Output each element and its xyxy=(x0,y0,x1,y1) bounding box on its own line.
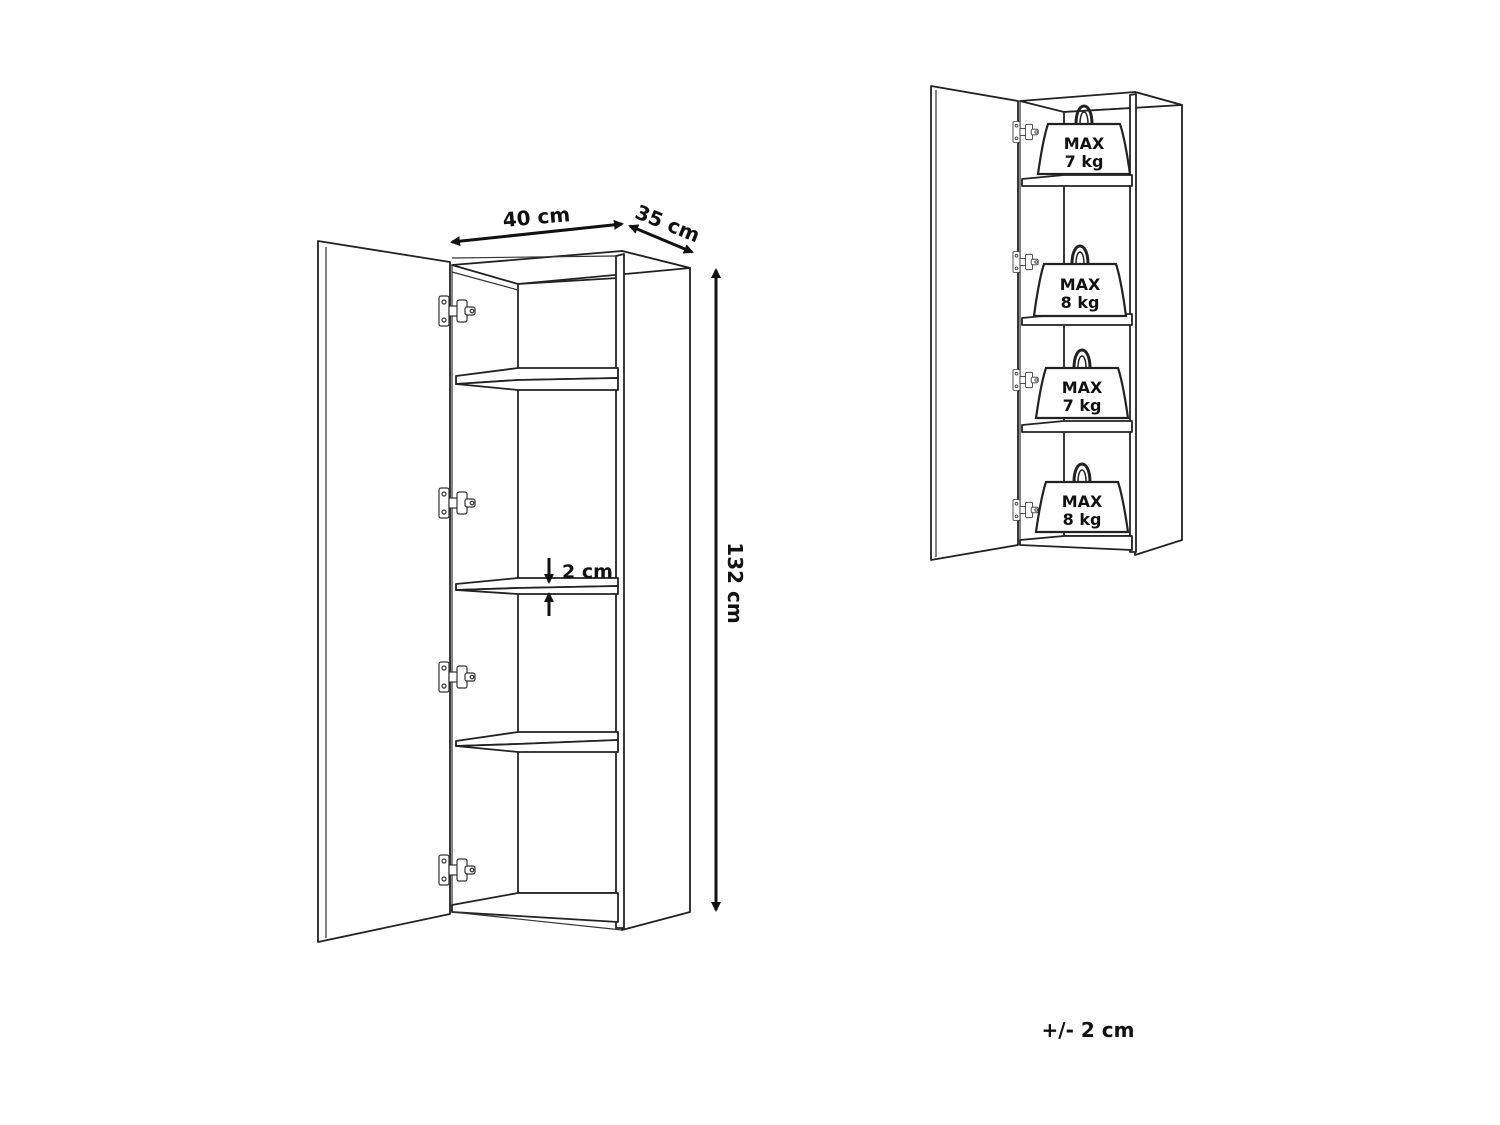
depth-dimension-arrow xyxy=(628,224,694,254)
side-panel xyxy=(1134,91,1183,556)
open-door xyxy=(930,85,1019,561)
hinge-icon xyxy=(1012,121,1039,143)
tolerance-label: +/- 2 cm xyxy=(1042,1018,1135,1042)
left-cabinet xyxy=(317,240,691,943)
shelf xyxy=(455,367,619,391)
shelf xyxy=(455,731,619,753)
weight-icon: MAX 7 kg xyxy=(1036,104,1132,176)
bottom-panel xyxy=(451,892,619,923)
top-panel xyxy=(1019,91,1183,113)
hinge-icon xyxy=(438,854,476,886)
weight-max-label: MAX xyxy=(1062,378,1103,397)
bottom-panel xyxy=(1019,535,1133,551)
weight-max-label: MAX xyxy=(1060,275,1101,294)
shelf xyxy=(455,577,619,595)
front-right-edge xyxy=(1129,93,1137,553)
open-door xyxy=(317,240,451,943)
hinge-icon xyxy=(438,487,476,519)
hinge-icon xyxy=(1012,251,1039,273)
top-panel xyxy=(451,250,691,285)
weight-value-label: 7 kg xyxy=(1065,152,1104,171)
weight-icon: MAX 8 kg xyxy=(1032,244,1128,318)
right-cabinet xyxy=(930,85,1183,561)
depth-label: 35 cm xyxy=(632,200,704,248)
width-dimension-arrow xyxy=(450,219,624,247)
hinge-icon xyxy=(1012,369,1039,391)
weight-max-label: MAX xyxy=(1064,134,1105,153)
hinge-icon xyxy=(438,295,476,327)
weight-value-label: 8 kg xyxy=(1063,510,1102,529)
front-right-edge xyxy=(615,253,625,929)
shelf xyxy=(1021,174,1133,187)
weight-value-label: 7 kg xyxy=(1063,396,1102,415)
width-label: 40 cm xyxy=(502,202,571,232)
shelf xyxy=(1021,420,1133,433)
height-label: 132 cm xyxy=(723,542,747,623)
hinge-icon xyxy=(1012,499,1039,521)
shelf-thickness-label: 2 cm xyxy=(562,561,613,583)
side-panel xyxy=(621,250,691,931)
hinge-icon xyxy=(438,661,476,693)
weight-icon: MAX 7 kg xyxy=(1034,348,1130,420)
weight-icon: MAX 8 kg xyxy=(1034,462,1130,534)
weight-value-label: 8 kg xyxy=(1061,293,1100,312)
weight-max-label: MAX xyxy=(1062,492,1103,511)
